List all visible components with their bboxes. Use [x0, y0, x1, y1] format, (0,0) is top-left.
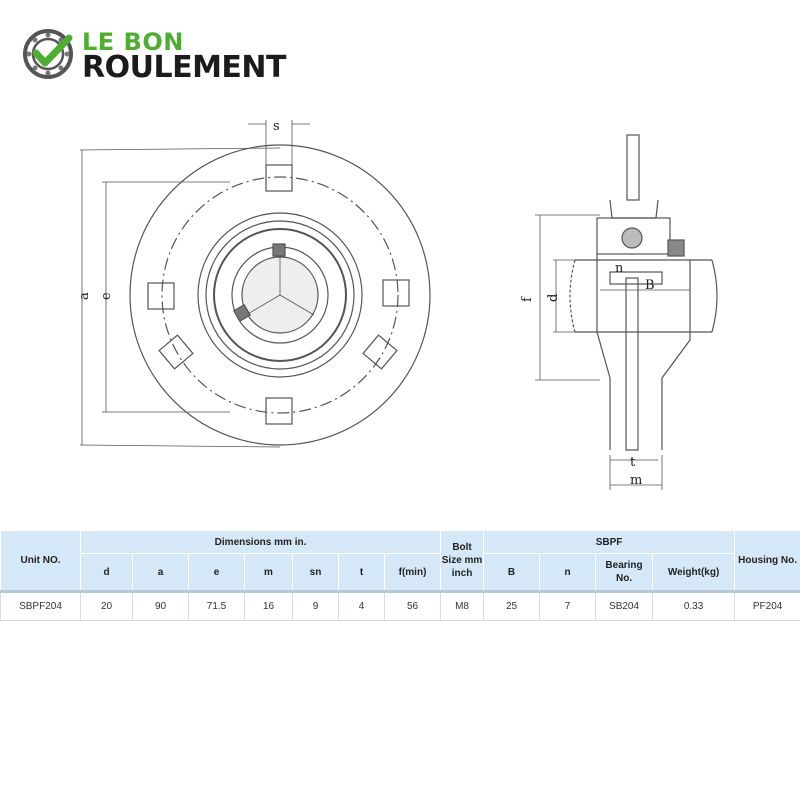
subheader-f-min: f(min) [383, 553, 442, 592]
cell-weight: 0.33 [652, 591, 736, 621]
spec-table-container: Unit NO. Dimensions mm in. Bolt Size mm … [0, 530, 800, 622]
dim-label-n: n [615, 261, 624, 276]
cell-e: 71.5 [188, 591, 245, 621]
dim-label-f: f [520, 296, 535, 302]
header-bolt-size: Bolt Size mm inch [440, 530, 485, 592]
dim-label-d: d [546, 294, 561, 302]
cell-housing: PF204 [734, 591, 800, 621]
cell-d: 20 [80, 591, 133, 621]
subheader-bearing-no: Bearing No. [595, 553, 654, 592]
cell-n: 7 [539, 591, 597, 621]
brand-name-line2: ROULEMENT [82, 50, 287, 85]
cell-sn: 9 [292, 591, 339, 621]
dim-label-e: e [99, 292, 114, 300]
subheader-weight: Weight(kg) [652, 553, 736, 592]
subheader-d: d [80, 553, 133, 592]
front-view [79, 120, 431, 448]
header-housing-no: Housing No. [734, 530, 800, 592]
subheader-n: n [539, 553, 597, 592]
subheader-t: t [338, 553, 385, 592]
cell-a: 90 [132, 591, 189, 621]
cell-B: 25 [483, 591, 541, 621]
dim-label-m: m [630, 473, 642, 488]
subheader-B: B [483, 553, 541, 592]
technical-drawing: s a e f d n [77, 119, 718, 490]
side-view [535, 134, 718, 490]
brand-name-line1: LE BON [82, 28, 184, 56]
bearing-check-icon [23, 29, 73, 79]
dim-label-a: a [77, 292, 92, 300]
cell-bearing: SB204 [595, 591, 654, 621]
subheader-e: e [188, 553, 245, 592]
subheader-m: m [244, 553, 293, 592]
cell-unit: SBPF204 [0, 591, 81, 621]
cell-bolt: M8 [440, 591, 485, 621]
cell-f-min: 56 [383, 591, 442, 621]
header-series: SBPF [483, 530, 736, 554]
cell-m: 16 [244, 591, 293, 621]
table-row: SBPF204 20 90 71.5 16 9 4 56 M8 25 7 SB2… [0, 591, 800, 621]
dim-label-t: t [630, 455, 636, 470]
brand-logo: LE BON ROULEMENT [22, 26, 302, 86]
dim-label-B: B [645, 278, 655, 293]
dim-label-s: s [273, 119, 280, 134]
header-unit-no: Unit NO. [0, 530, 81, 592]
spec-table: Unit NO. Dimensions mm in. Bolt Size mm … [0, 530, 800, 621]
cell-t: 4 [338, 591, 385, 621]
subheader-a: a [132, 553, 189, 592]
subheader-sn: sn [292, 553, 339, 592]
header-dimensions: Dimensions mm in. [79, 530, 442, 554]
